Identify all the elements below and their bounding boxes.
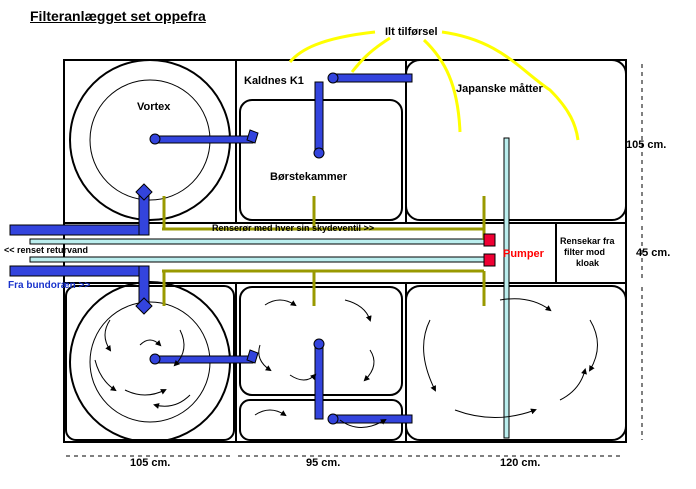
pump-lower [483, 253, 496, 267]
air-supply-lines [288, 30, 580, 141]
pumps-label: Pumper [503, 248, 545, 260]
cleaned-return-label: << renset returvand [4, 245, 88, 255]
flow-swirls [94, 298, 598, 428]
cold-k1-label: Kaldnes K1 [244, 75, 304, 87]
pumps [483, 233, 496, 267]
pump-upper [483, 233, 496, 247]
japanese-mats-label: Japanske måtter [456, 83, 544, 95]
cleaning-vessel-line1: Rensekar fra [560, 236, 616, 246]
dim-width-middle: 95 cm. [306, 457, 340, 469]
cleaning-pipe-label: Renserør med hver sin skydeventil >> [212, 223, 374, 233]
internal-blue-pipes [149, 72, 413, 425]
dimension-marks [66, 64, 643, 457]
cleaning-pipes [162, 196, 486, 306]
vortex-circles [69, 59, 231, 443]
dim-width-left: 105 cm. [130, 457, 170, 469]
dim-width-right: 120 cm. [500, 457, 540, 469]
bottom-drain-label: Fra bundoræn >> [8, 280, 90, 291]
brush-chamber-label: Børstekammer [270, 171, 348, 183]
cleaning-vessel-line3: kloak [576, 258, 600, 268]
diagram-title: Filteranlægget set oppefra [30, 8, 206, 24]
air-supply-label: Ilt tilførsel [385, 26, 438, 38]
diagram-labels: Ilt tilførsel Kaldnes K1 Japanske måtter… [4, 26, 670, 469]
dim-height-middle: 45 cm. [636, 247, 670, 259]
dim-height-top: 105 cm. [626, 139, 666, 151]
bottom-drain-pipes [9, 183, 153, 315]
vortex-label: Vortex [137, 101, 171, 113]
cleaning-vessel-line2: filter mod [564, 247, 605, 257]
